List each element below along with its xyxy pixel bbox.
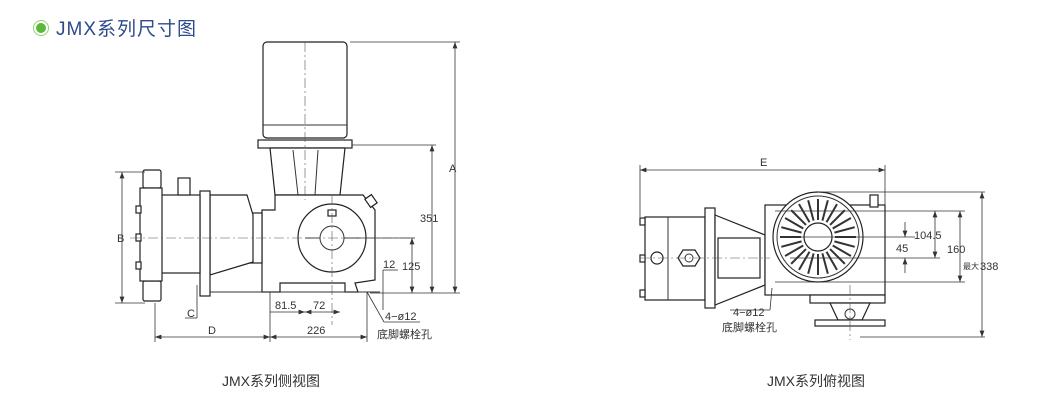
side-view-drawing: A 351 125 12 B C D 226 81.5 72 4−ø12 底脚螺… bbox=[115, 41, 460, 342]
pump-flange bbox=[199, 190, 211, 297]
dim-72: 72 bbox=[313, 300, 325, 312]
fan-slot bbox=[798, 251, 811, 271]
dim-351: 351 bbox=[420, 213, 438, 225]
fan-slot bbox=[790, 248, 807, 265]
fan-slots bbox=[780, 199, 856, 275]
fan-slot bbox=[807, 200, 815, 221]
top-view-caption: JMX系列俯视图 bbox=[767, 373, 865, 389]
fan-slot bbox=[829, 209, 846, 226]
dim-226: 226 bbox=[307, 325, 325, 337]
fan-slot bbox=[798, 203, 811, 223]
dim-160: 160 bbox=[947, 244, 965, 256]
bolt-note-top: 底脚螺栓孔 bbox=[722, 320, 777, 334]
fan-slot bbox=[829, 248, 846, 265]
dim-A: A bbox=[449, 163, 457, 175]
dim-45: 45 bbox=[896, 243, 908, 255]
fan-slot bbox=[821, 200, 829, 221]
side-view-caption: JMX系列侧视图 bbox=[222, 373, 320, 389]
section-title: JMX系列尺寸图 bbox=[56, 19, 198, 40]
fan-slot bbox=[784, 217, 804, 230]
fan-slot bbox=[832, 244, 852, 257]
dim-81-5: 81.5 bbox=[275, 300, 296, 312]
fan-slot bbox=[834, 240, 855, 248]
dim-12: 12 bbox=[383, 259, 395, 271]
motor-lantern bbox=[269, 147, 346, 196]
dim-338: 338 bbox=[980, 261, 998, 273]
fan-slot bbox=[784, 244, 804, 257]
bolt-note-side: 底脚螺栓孔 bbox=[377, 327, 432, 341]
bullet-icon bbox=[36, 22, 46, 33]
fan-slot bbox=[832, 217, 852, 230]
bolt-spec-top: 4−ø12 bbox=[733, 307, 765, 319]
dim-125: 125 bbox=[402, 261, 420, 273]
bolt-spec-side: 4−ø12 bbox=[385, 311, 417, 323]
fan-slot bbox=[781, 226, 802, 234]
dim-C: C bbox=[187, 308, 195, 320]
dim-D: D bbox=[208, 325, 216, 337]
fan-slot bbox=[825, 203, 838, 223]
fan-slot bbox=[825, 251, 838, 271]
fan-slot bbox=[781, 240, 802, 248]
fan-slot bbox=[790, 209, 807, 226]
dim-E: E bbox=[760, 157, 767, 169]
dim-B: B bbox=[117, 233, 124, 245]
dim-104-5: 104.5 bbox=[914, 230, 942, 242]
fan-slot bbox=[834, 226, 855, 234]
fan-slot bbox=[821, 253, 829, 274]
top-view-drawing: E 104.5 45 160 最大 338 4−ø12 底脚螺栓孔 bbox=[639, 157, 998, 340]
dim-max-label: 最大 bbox=[963, 261, 979, 271]
fan-slot bbox=[807, 253, 815, 274]
section-header: JMX系列尺寸图 bbox=[36, 14, 197, 41]
